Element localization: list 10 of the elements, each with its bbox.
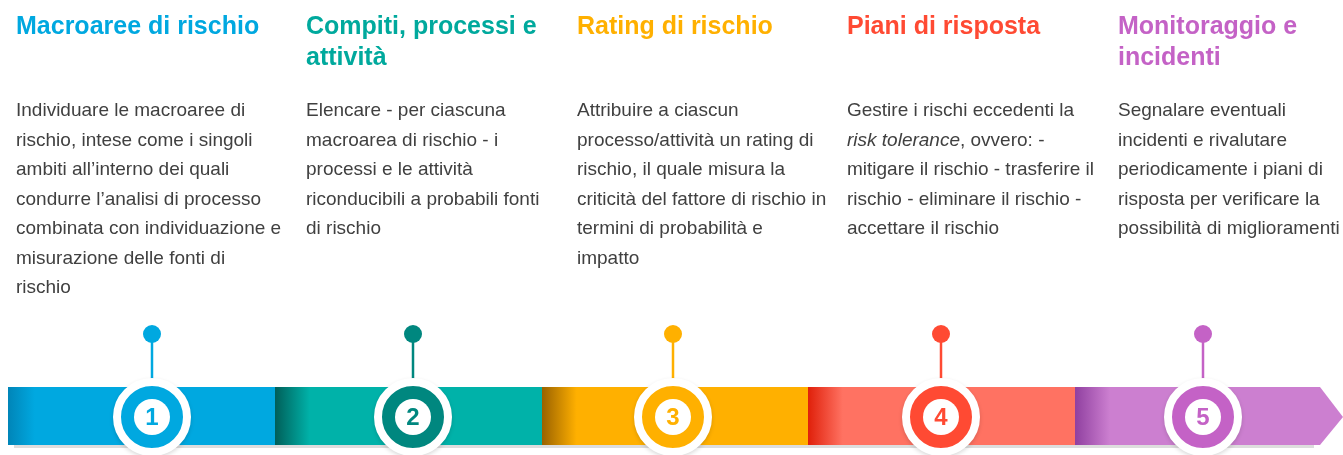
step-heading: Macroaree di rischio [16, 10, 261, 41]
step-description: Segnalare eventuali incidenti e rivalutare periodicamente i piani di risposta per verificare la possibilità di miglioramenti [1118, 98, 1341, 240]
step-description: Gestire i rischi eccedenti la risk tolerance, ovvero: - mitigare il rischio - trasferire il rischio - eliminare il rischio - accettare il rischio [847, 98, 1096, 240]
step-heading: Rating di rischio [577, 10, 774, 41]
step-heading: Piani di risposta [847, 10, 1042, 41]
step-description: Elencare - per ciascuna macroarea di rischio - i processi e le attività riconducibili a probabili fonti di rischio [306, 98, 541, 240]
step-description: Individuare le macroaree di rischio, intese come i singoli ambiti all’interno dei quali condurre l’analisi di processo combinata con individuazione e misurazione delle fonti di rischio [16, 98, 283, 299]
step-heading: Compiti, processi e attività [306, 10, 538, 72]
step-heading: Monitoraggio e incidenti [1118, 10, 1299, 72]
step-description: Attribuire a ciascun processo/attività un rating di rischio, il quale misura la criticità del fattore di rischio in termini di probabilità e impatto [577, 98, 827, 270]
